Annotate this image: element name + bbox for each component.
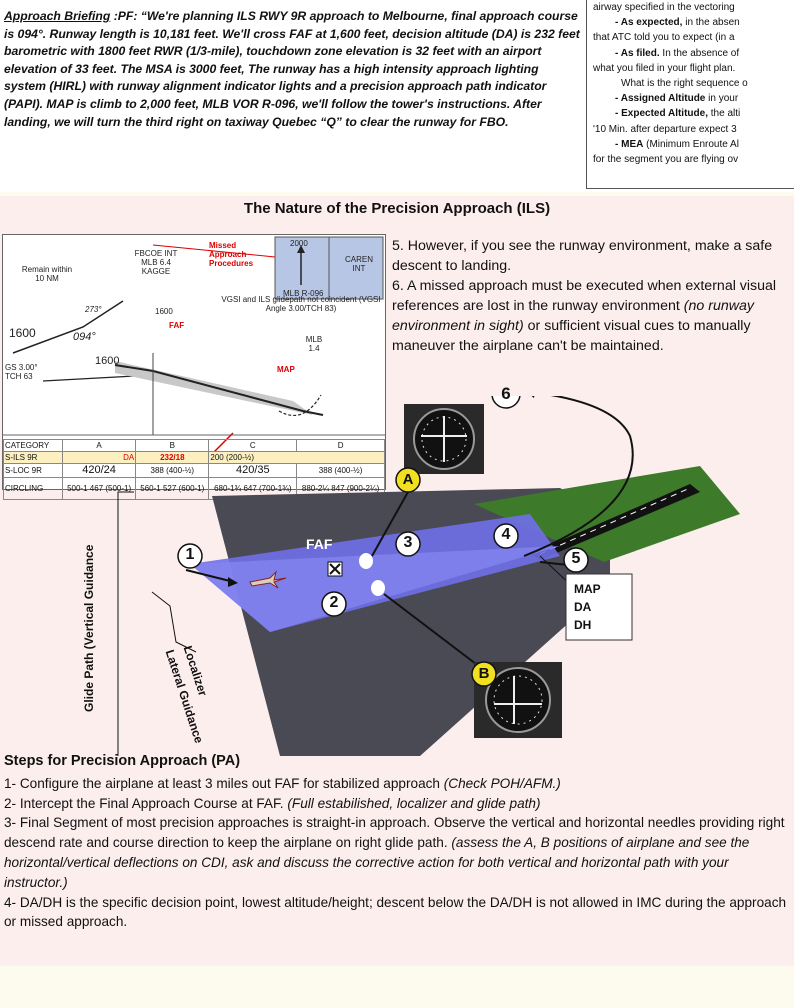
table-row: S-LOC 9R 420/24 388 (400-½) 420/35 388 (… bbox=[3, 463, 385, 478]
pa-steps: Steps for Precision Approach (PA) 1- Con… bbox=[4, 752, 792, 932]
step-1: 1- Configure the airplane at least 3 mil… bbox=[4, 775, 561, 791]
mlb-label: MLB 1.4 bbox=[305, 335, 323, 353]
callout-6: 6 bbox=[501, 384, 511, 403]
note-6: 6. A missed approach must be executed wh… bbox=[392, 278, 777, 354]
caren-int-label: CAREN INT bbox=[344, 255, 373, 273]
minimums-table: CATEGORY A B C D S-ILS 9R DA 232/18 200 … bbox=[3, 439, 385, 500]
dh-text: DH bbox=[574, 618, 592, 632]
faf-text: FAF bbox=[306, 536, 333, 552]
callout-1: 1 bbox=[185, 546, 195, 563]
da-text: DA bbox=[574, 600, 592, 614]
callout-2: 2 bbox=[329, 594, 339, 611]
sidebar-line: - As filed. In the absence of bbox=[615, 47, 740, 59]
sidebar-line: - Assigned Altitude in your bbox=[615, 93, 739, 105]
step-3: 3- Final Segment of most precision appro… bbox=[4, 815, 785, 890]
marker-b: B bbox=[478, 665, 490, 682]
approach-3d-graphic bbox=[117, 396, 740, 756]
remain-label: Remain within 10 NM bbox=[21, 265, 73, 283]
approach-chart: Missed Approach Procedures 2000 MLB R-09… bbox=[2, 234, 386, 500]
briefing-lead: Approach Briefing bbox=[4, 9, 111, 23]
sidebar-line: - MEA (Minimum Enroute Al bbox=[615, 138, 739, 150]
approach-notes: 5. However, if you see the runway enviro… bbox=[392, 236, 792, 356]
clearance-sidebar: airway specified in the vectoring - As e… bbox=[586, 0, 794, 189]
callout-4: 4 bbox=[501, 526, 511, 543]
alt-1600-left: 1600 bbox=[9, 326, 36, 340]
faf-label: FAF bbox=[169, 321, 185, 330]
step-2: 2- Intercept the Final Approach Course a… bbox=[4, 795, 541, 811]
alt-1600-top: 1600 bbox=[155, 307, 173, 316]
note-5: 5. However, if you see the runway enviro… bbox=[392, 238, 773, 274]
callout-5: 5 bbox=[571, 550, 581, 567]
panel-title: The Nature of the Precision Approach (IL… bbox=[243, 200, 551, 217]
fix-label: FBCOE INT MLB 6.4 KAGGE bbox=[134, 249, 178, 276]
alt-1600-profile: 1600 bbox=[95, 355, 120, 367]
sidebar-line: - Expected Altitude, the alti bbox=[615, 108, 741, 120]
vor-radial-label: MLB R-096 bbox=[283, 289, 324, 298]
vgsi-note: VGSI and ILS glidepath not coincident (V… bbox=[221, 295, 381, 313]
callout-circles bbox=[177, 396, 589, 687]
approach-diagram: 1 2 3 4 5 6 A B FAF MAP DA DH Glide Path… bbox=[0, 384, 794, 756]
glide-path-label: Glide Path (Vertical Guidance bbox=[82, 544, 96, 712]
cdi-instrument-bottom bbox=[474, 662, 562, 738]
table-cell: CIRCLING bbox=[3, 477, 63, 500]
alt-2000-label: 2000 bbox=[290, 239, 308, 248]
sidebar-line: airway specified in the vectoring bbox=[593, 2, 735, 13]
table-cell: 560-1 527 (600-1) bbox=[135, 477, 210, 500]
sidebar-line: - As expected, in the absen bbox=[615, 17, 740, 29]
missed-approach-label: Missed Approach Procedures bbox=[209, 241, 254, 268]
map-text: MAP bbox=[574, 582, 601, 596]
sidebar-line: for the segment you are flying ov bbox=[593, 154, 739, 166]
sidebar-line: What is the right sequence o bbox=[621, 78, 748, 90]
sidebar-line: that ATC told you to expect (in a bbox=[593, 32, 735, 44]
steps-title: Steps for Precision Approach (PA) bbox=[4, 753, 241, 769]
table-row: S-ILS 9R DA 232/18 200 (200-½) bbox=[3, 451, 385, 464]
ils-panel: The Nature of the Precision Approach (IL… bbox=[0, 196, 794, 966]
step-4: 4- DA/DH is the specific decision point,… bbox=[4, 894, 787, 930]
approach-briefing: Approach Briefing :PF: “We're planning I… bbox=[4, 8, 582, 131]
briefing-text: :PF: “We're planning ILS RWY 9R approach… bbox=[4, 9, 580, 129]
sidebar-line: '10 Min. after departure expect 3 bbox=[593, 123, 737, 135]
course-094: 094° bbox=[73, 331, 96, 343]
cdi-instrument-top bbox=[404, 404, 484, 474]
sidebar-line: what you filed in your flight plan. bbox=[593, 62, 736, 74]
course-273: 273° bbox=[85, 305, 102, 314]
callout-3: 3 bbox=[403, 534, 413, 551]
map-label: MAP bbox=[277, 365, 295, 374]
gs-label: GS 3.00° TCH 63 bbox=[5, 363, 38, 381]
da-label: DA bbox=[123, 453, 135, 462]
marker-a: A bbox=[402, 471, 414, 488]
